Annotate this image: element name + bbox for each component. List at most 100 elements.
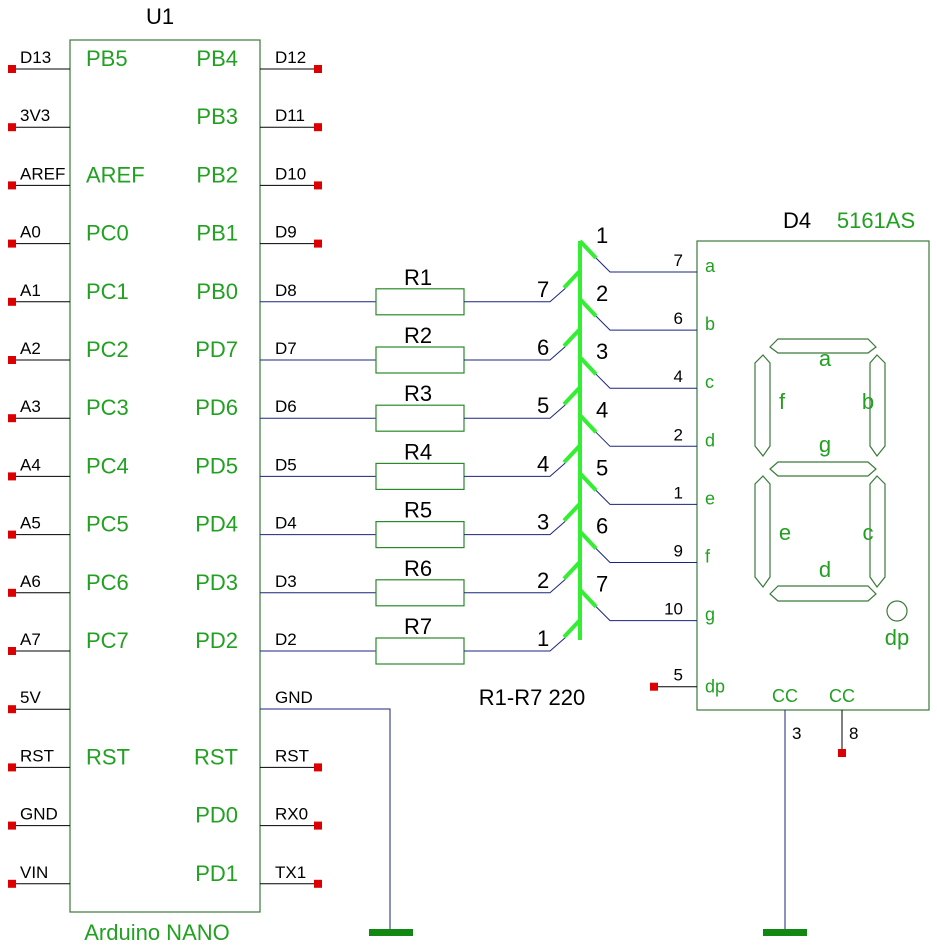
wire-to-display: [595, 490, 697, 505]
pin-label: D5: [275, 455, 297, 474]
pin-function-label: PC1: [86, 279, 129, 304]
cc-left-label: CC: [772, 686, 798, 706]
pin-label: D3: [275, 572, 297, 591]
pin-function-label: PC2: [86, 337, 129, 362]
pin-terminal: [314, 821, 322, 830]
bus-exit-label: 5: [596, 455, 608, 480]
segment-e: [754, 475, 771, 589]
display-pin-number: 9: [674, 542, 683, 561]
segment-a: [769, 338, 877, 354]
pin-label: D6: [275, 397, 297, 416]
pin-terminal: [314, 65, 322, 73]
bus-entry: [562, 269, 582, 290]
pin-label: D11: [275, 106, 305, 125]
segment-label-b: b: [862, 389, 874, 414]
wire-to-bus: [464, 636, 567, 652]
segment-labels: a b c d e f g dp: [779, 346, 909, 650]
display-pin-name: a: [705, 256, 716, 276]
pin-function-label: RST: [86, 744, 130, 769]
decimal-point: [886, 600, 908, 622]
pin-label: D4: [275, 514, 297, 533]
pin-function-label: AREF: [86, 162, 145, 187]
u1-part: Arduino NANO: [84, 920, 230, 945]
pin-function-label: PB3: [196, 104, 238, 129]
pin-label: D13: [20, 48, 51, 67]
pin-label: AREF: [20, 164, 65, 183]
display-pin-number: 2: [674, 425, 683, 444]
display-pin-name: dp: [705, 677, 725, 697]
pin-label: D2: [275, 630, 297, 649]
wire-to-bus: [464, 287, 567, 303]
pin-label: A3: [20, 397, 41, 416]
wire-to-bus: [464, 462, 567, 477]
wire-to-display: [595, 373, 697, 389]
display-pin-number: 1: [674, 483, 683, 502]
wire-to-bus: [464, 345, 567, 361]
pin-function-label: PB5: [86, 46, 128, 71]
pin-terminal: [314, 181, 322, 190]
segment-d: [769, 585, 877, 602]
pin-terminal: [8, 123, 16, 132]
pin-terminal: [8, 181, 16, 190]
pin-label: TX1: [275, 863, 306, 882]
segment-label-e: e: [779, 520, 791, 545]
pin-label: A5: [20, 514, 41, 533]
segment-label-g: g: [819, 432, 831, 457]
pin-function-label: PC7: [86, 628, 129, 653]
resistor-body: [375, 520, 465, 549]
resistor-body: [375, 288, 465, 316]
bus-entry: [562, 385, 582, 406]
pin-function-label: PC3: [86, 395, 129, 420]
pin-terminal: [8, 356, 16, 364]
resistor-label: R2: [404, 323, 432, 348]
resistor-label: R5: [404, 498, 432, 523]
pin-terminal: [8, 65, 16, 73]
pin-label: VIN: [20, 863, 48, 882]
bus-entry: [562, 618, 582, 639]
pin-label: D9: [275, 223, 297, 242]
pin-terminal: [8, 763, 16, 772]
segment-f: [754, 354, 771, 458]
wire-to-bus: [464, 520, 567, 536]
pin-terminal: [8, 821, 16, 830]
pin-function-label: RST: [194, 744, 238, 769]
pin-function-label: PC6: [86, 570, 129, 595]
resistor-label: R3: [404, 381, 432, 406]
pin-function-label: PC0: [86, 221, 129, 246]
pin-terminal: [650, 682, 658, 691]
u1-right-pins: D12PB4D11PB3D10PB2D9PB1D8PB0D7PD7D6PD6D5…: [194, 46, 322, 888]
pin-terminal: [8, 472, 16, 481]
pin-label: A1: [20, 281, 41, 300]
pin-terminal: [8, 879, 16, 888]
wire-to-bus: [464, 578, 567, 594]
pin-terminal: [314, 763, 322, 772]
display-pin-name: g: [705, 605, 715, 625]
pin-terminal: [8, 530, 16, 539]
display-pin-name: c: [705, 372, 714, 392]
display-pin-number: 10: [664, 600, 683, 619]
bus-exit-label: 3: [596, 339, 608, 364]
display-pin-name: b: [705, 314, 715, 334]
bus-entry: [562, 560, 582, 581]
display-pin-name: f: [705, 547, 711, 567]
pin-function-label: PD3: [195, 570, 238, 595]
bus-entry: [562, 502, 582, 522]
resistor-label: R6: [404, 556, 432, 581]
ground-wire-u1: [260, 708, 413, 936]
bus-exit: [578, 413, 598, 434]
pin-terminal: [8, 414, 16, 423]
resistor-body: [375, 346, 465, 374]
bus-exit-label: 2: [596, 281, 608, 306]
bus-exit: [578, 297, 598, 318]
display-pin-number: 4: [674, 367, 683, 386]
display-pin-number: 6: [674, 309, 683, 328]
pin-function-label: PD7: [195, 337, 238, 362]
pin-function-label: PD6: [195, 395, 238, 420]
pin-terminal: [314, 239, 322, 248]
resistor-label: R4: [404, 439, 432, 464]
display-pin-number: 7: [674, 251, 683, 270]
bus-exit: [578, 588, 598, 608]
